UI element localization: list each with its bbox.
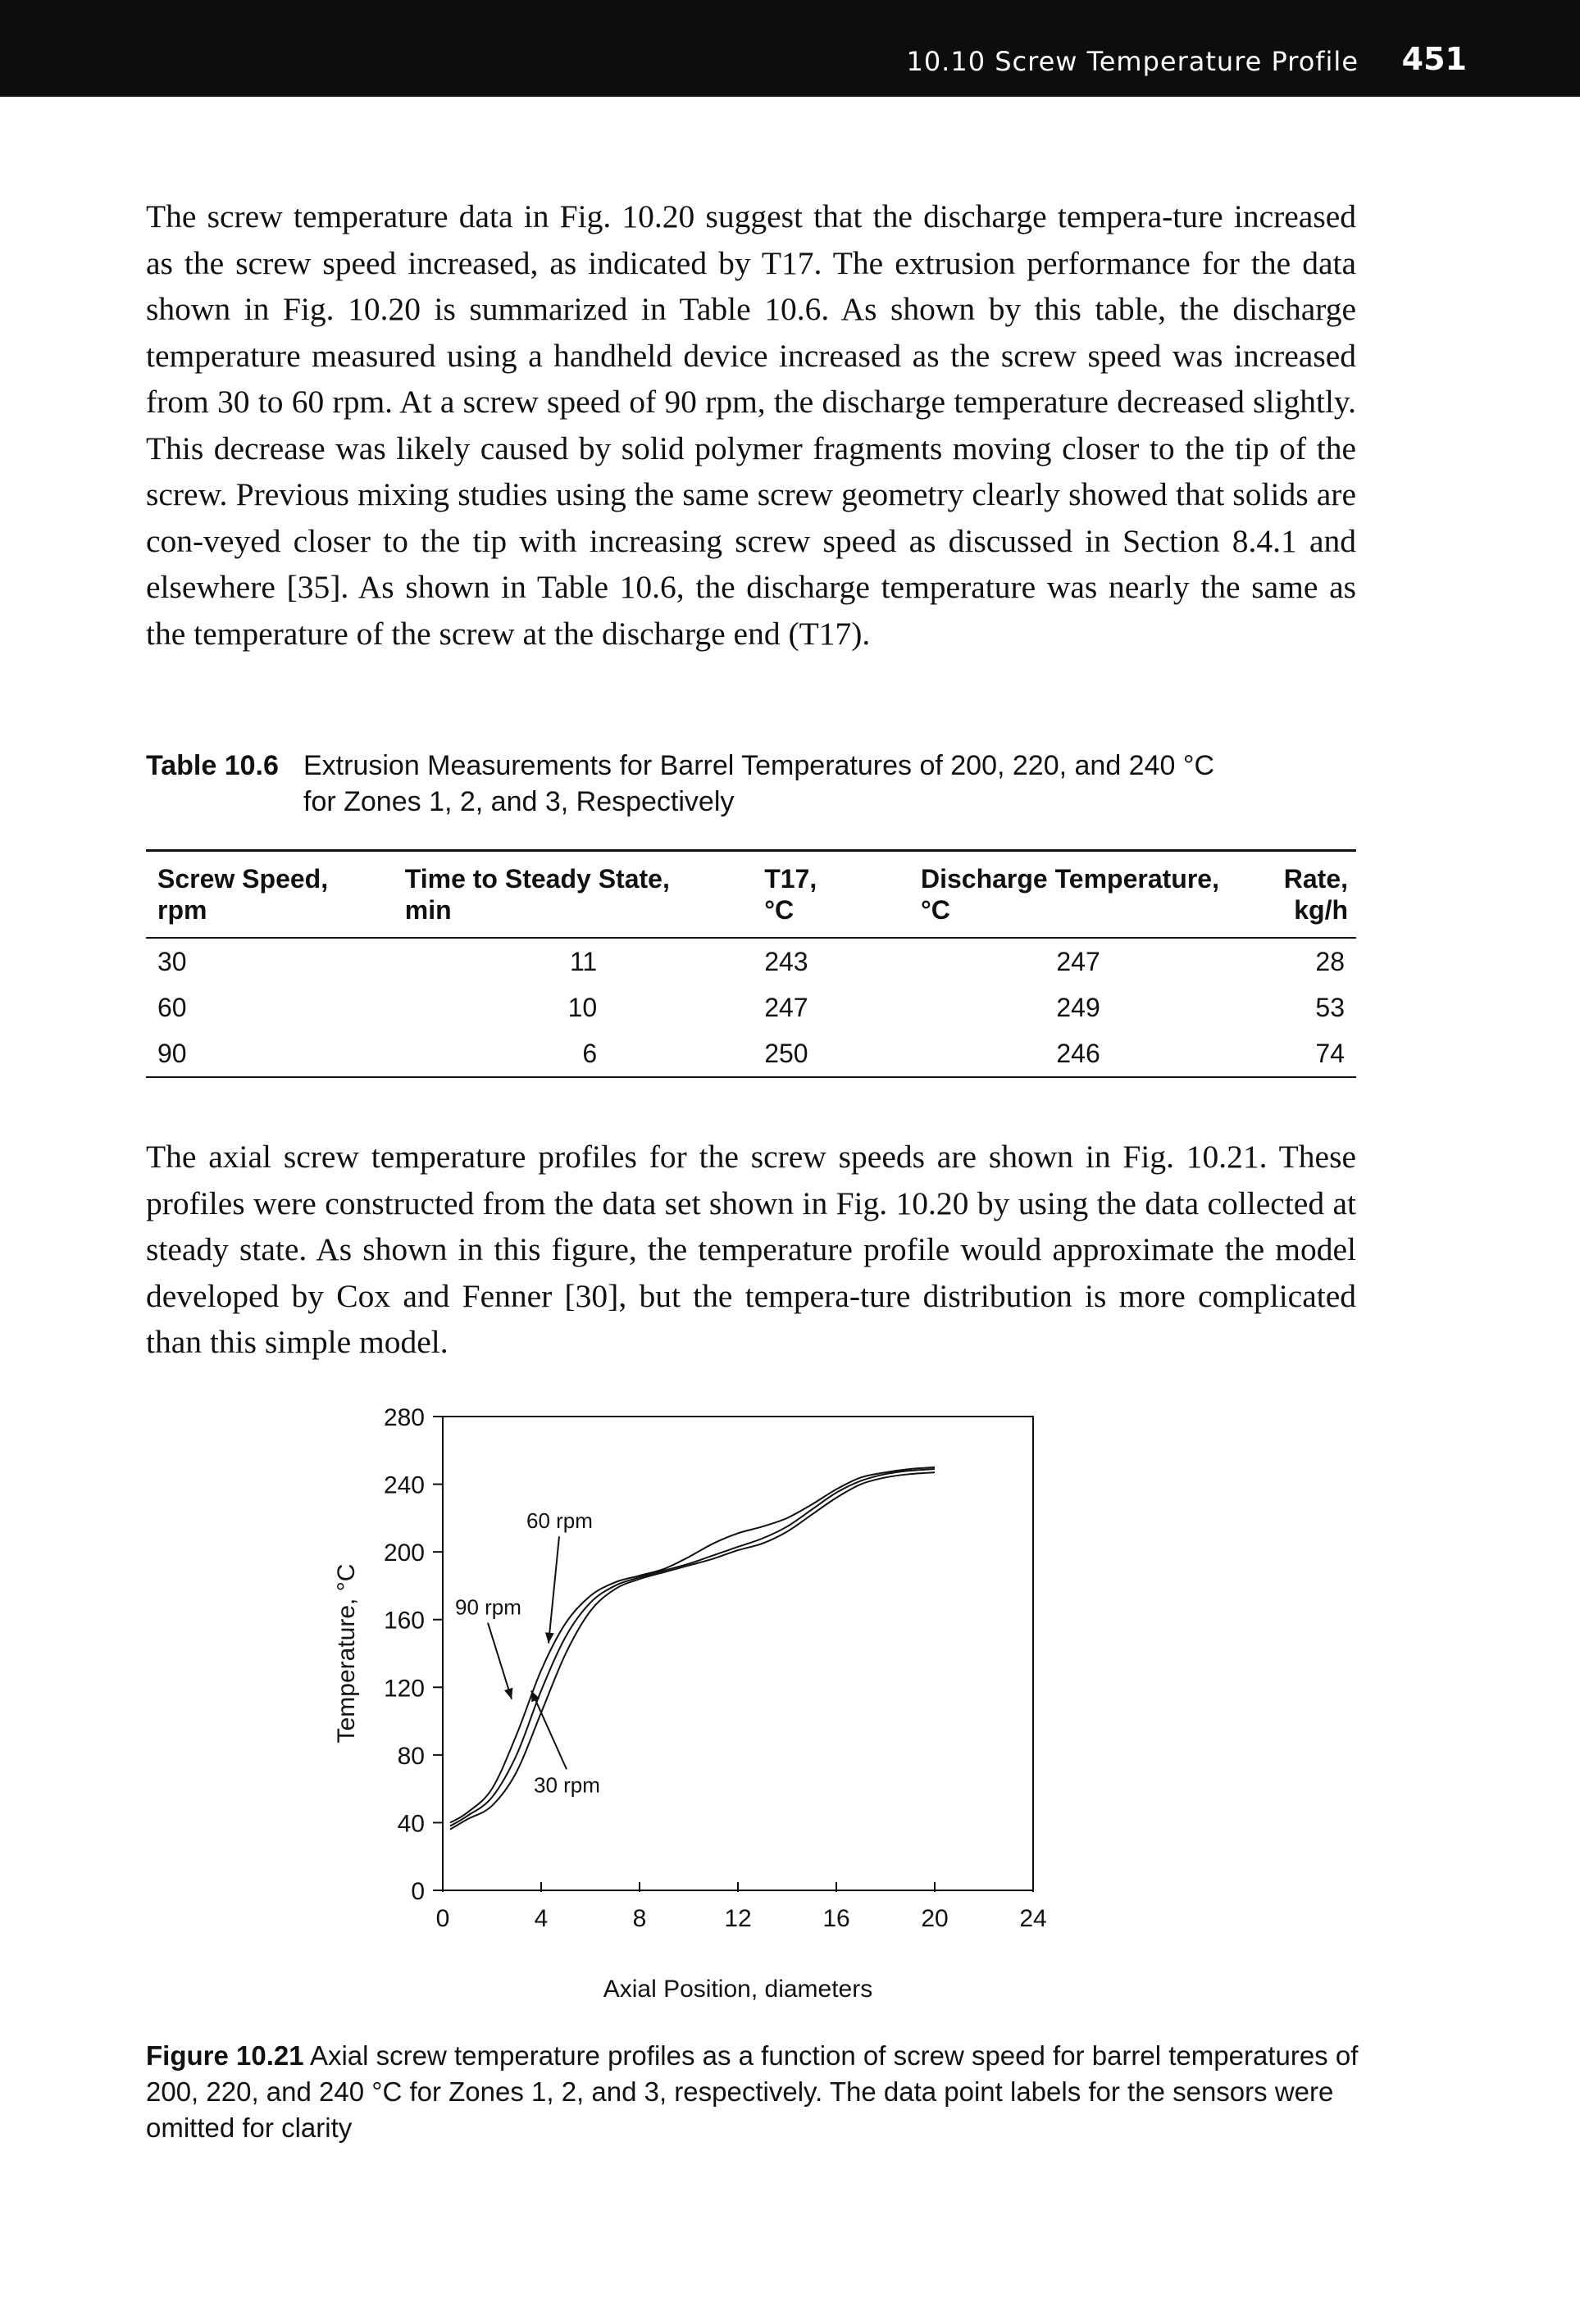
x-tick-label: 24	[1019, 1905, 1046, 1932]
series-line-60-rpm	[449, 1467, 936, 1827]
y-tick-label: 200	[384, 1539, 425, 1567]
cell-screw-speed: 90	[146, 1030, 394, 1078]
y-tick-label: 120	[384, 1675, 425, 1702]
extrusion-measurements-table: Screw Speed,rpm Time to Steady State,min…	[146, 849, 1356, 1078]
cell-screw-speed: 30	[157, 947, 187, 976]
cell-time: 11	[569, 947, 598, 976]
x-tick-label: 8	[633, 1905, 647, 1932]
table-header-row: Screw Speed,rpm Time to Steady State,min…	[146, 849, 1356, 939]
y-tick-label: 40	[398, 1810, 425, 1837]
cell-time: 10	[567, 993, 598, 1022]
cell-time: 6	[393, 1030, 754, 1078]
header-discharge-temperature: Discharge Temperature,°C	[908, 849, 1273, 939]
figure-caption-text: Axial screw temperature profiles as a fu…	[146, 2040, 1359, 2143]
header-rate: Rate,kg/h	[1272, 849, 1356, 939]
table-title-line-1: Extrusion Measurements for Barrel Temper…	[303, 750, 1214, 781]
series-line-30-rpm	[449, 1471, 936, 1831]
table-row: 30 11 243 247 28	[146, 938, 1356, 985]
y-tick-label: 160	[384, 1608, 425, 1635]
header-section-title: 10.10 Screw Temperature Profile	[906, 46, 1359, 77]
x-tick-label: 12	[724, 1905, 751, 1932]
figure-caption: Figure 10.21 Axial screw temperature pro…	[146, 2038, 1376, 2146]
annotation-arrowhead	[531, 1690, 540, 1703]
annotation-label: 90 rpm	[455, 1595, 521, 1620]
cell-rate: 28	[1315, 947, 1345, 976]
cell-t17: 250	[753, 1030, 909, 1078]
cell-discharge-temp: 249	[1056, 993, 1100, 1022]
annotation-arrow-line	[487, 1622, 512, 1700]
cell-screw-speed: 60	[157, 993, 187, 1022]
table-label: Table 10.6	[146, 750, 279, 781]
annotation-label: 30 rpm	[534, 1772, 600, 1797]
table-row: 60 10 247 249 53	[146, 985, 1356, 1030]
annotation-label: 60 rpm	[526, 1508, 593, 1533]
table-row: 90 6 250 246 74	[146, 1030, 1356, 1078]
running-header: 10.10 Screw Temperature Profile 451	[0, 0, 1580, 97]
y-tick-label: 240	[384, 1472, 425, 1499]
y-axis-label: Temperature, °C	[333, 1564, 360, 1744]
y-tick-label: 0	[411, 1878, 425, 1905]
annotation-arrow-line	[530, 1690, 567, 1770]
table-caption: Table 10.6 Extrusion Measurements for Bar…	[146, 748, 1294, 820]
x-axis-label: Axial Position, diameters	[603, 1976, 872, 2003]
annotation-arrowhead	[503, 1687, 513, 1699]
plot-frame	[442, 1416, 1034, 1891]
table-title-line-2: for Zones 1, 2, and 3, Respectively	[303, 786, 735, 817]
x-tick-label: 16	[822, 1905, 849, 1932]
annotation-arrow-line	[548, 1536, 560, 1644]
body-paragraph-2: The axial screw temperature profiles for…	[146, 1139, 1356, 1360]
y-tick-label: 280	[384, 1404, 425, 1431]
cell-discharge-temp: 247	[1056, 947, 1100, 976]
x-tick-label: 4	[535, 1905, 549, 1932]
x-tick-label: 20	[921, 1905, 948, 1932]
annotation-arrowhead	[544, 1632, 554, 1644]
x-tick-label: 0	[436, 1905, 450, 1932]
cell-rate: 74	[1272, 1030, 1356, 1078]
cell-t17: 247	[764, 993, 808, 1022]
body-paragraph-1: The screw temperature data in Fig. 10.20…	[146, 198, 1356, 652]
figure-label: Figure 10.21	[146, 2040, 304, 2071]
header-screw-speed: Screw Speed,rpm	[146, 849, 394, 939]
series-line-90-rpm	[449, 1466, 936, 1824]
cell-discharge-temp: 246	[908, 1030, 1273, 1078]
cell-rate: 53	[1315, 993, 1345, 1022]
cell-t17: 243	[764, 947, 808, 976]
header-t17: T17,°C	[753, 849, 909, 939]
y-tick-label: 80	[398, 1743, 425, 1770]
page-number: 451	[1401, 41, 1467, 77]
header-time-to-steady-state: Time to Steady State,min	[393, 849, 754, 939]
